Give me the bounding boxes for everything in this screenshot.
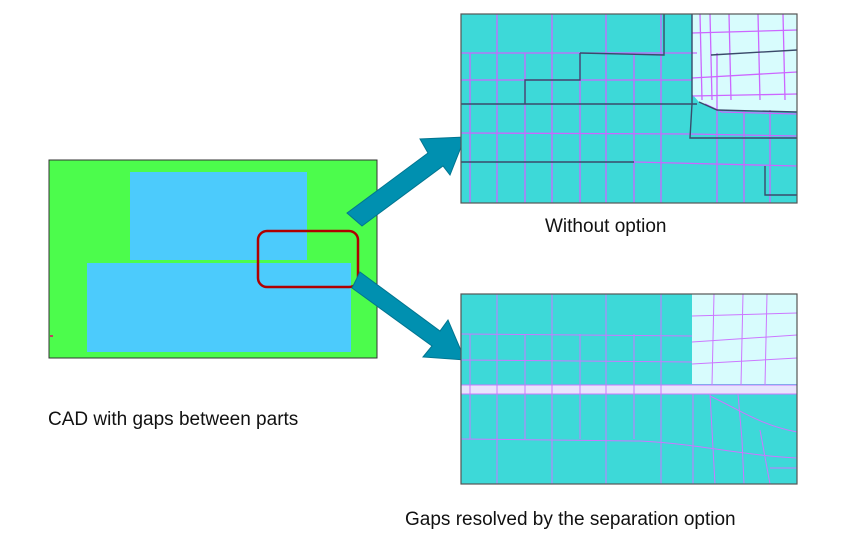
mesh-line bbox=[691, 357, 797, 365]
mesh-line bbox=[709, 395, 797, 433]
mesh-line bbox=[691, 93, 797, 97]
mesh-line bbox=[633, 161, 797, 167]
cad-lower-part bbox=[87, 263, 351, 352]
mesh-line bbox=[461, 359, 693, 363]
caption-without-option: Without option bbox=[545, 216, 667, 237]
mesh-line bbox=[461, 333, 693, 337]
caption-with-option: Gaps resolved by the separation option bbox=[405, 509, 736, 530]
cad-upper-part bbox=[130, 172, 307, 260]
part-boundaries bbox=[461, 14, 797, 196]
mesh-without-option bbox=[460, 13, 798, 204]
mesh-bottom-border bbox=[460, 293, 798, 485]
mesh-line bbox=[757, 14, 761, 101]
mesh-line bbox=[691, 312, 797, 317]
mesh-line bbox=[709, 393, 716, 484]
arrow-down-right-icon bbox=[351, 271, 466, 361]
mesh-line bbox=[461, 438, 797, 459]
mesh-line bbox=[699, 14, 703, 101]
mesh-line bbox=[711, 294, 715, 386]
light-region bbox=[692, 14, 797, 112]
mesh-line bbox=[728, 14, 732, 101]
mesh-line bbox=[737, 393, 745, 484]
mesh-with-option bbox=[460, 293, 798, 485]
arrow-up-right-icon bbox=[346, 136, 466, 227]
mesh-line bbox=[709, 14, 713, 101]
mesh-line bbox=[691, 334, 797, 343]
mesh-top-border bbox=[460, 13, 798, 204]
gap-highlight-box bbox=[256, 229, 360, 289]
mesh-line bbox=[759, 429, 771, 484]
separation-gap bbox=[461, 385, 797, 394]
mesh-line bbox=[691, 71, 797, 79]
mesh-line bbox=[740, 294, 744, 386]
cad-panel bbox=[48, 159, 378, 359]
cad-origin-mark bbox=[50, 335, 53, 337]
mesh-line bbox=[782, 14, 786, 101]
caption-cad: CAD with gaps between parts bbox=[48, 409, 299, 430]
mesh-line bbox=[691, 29, 797, 34]
mesh-line bbox=[764, 294, 768, 386]
